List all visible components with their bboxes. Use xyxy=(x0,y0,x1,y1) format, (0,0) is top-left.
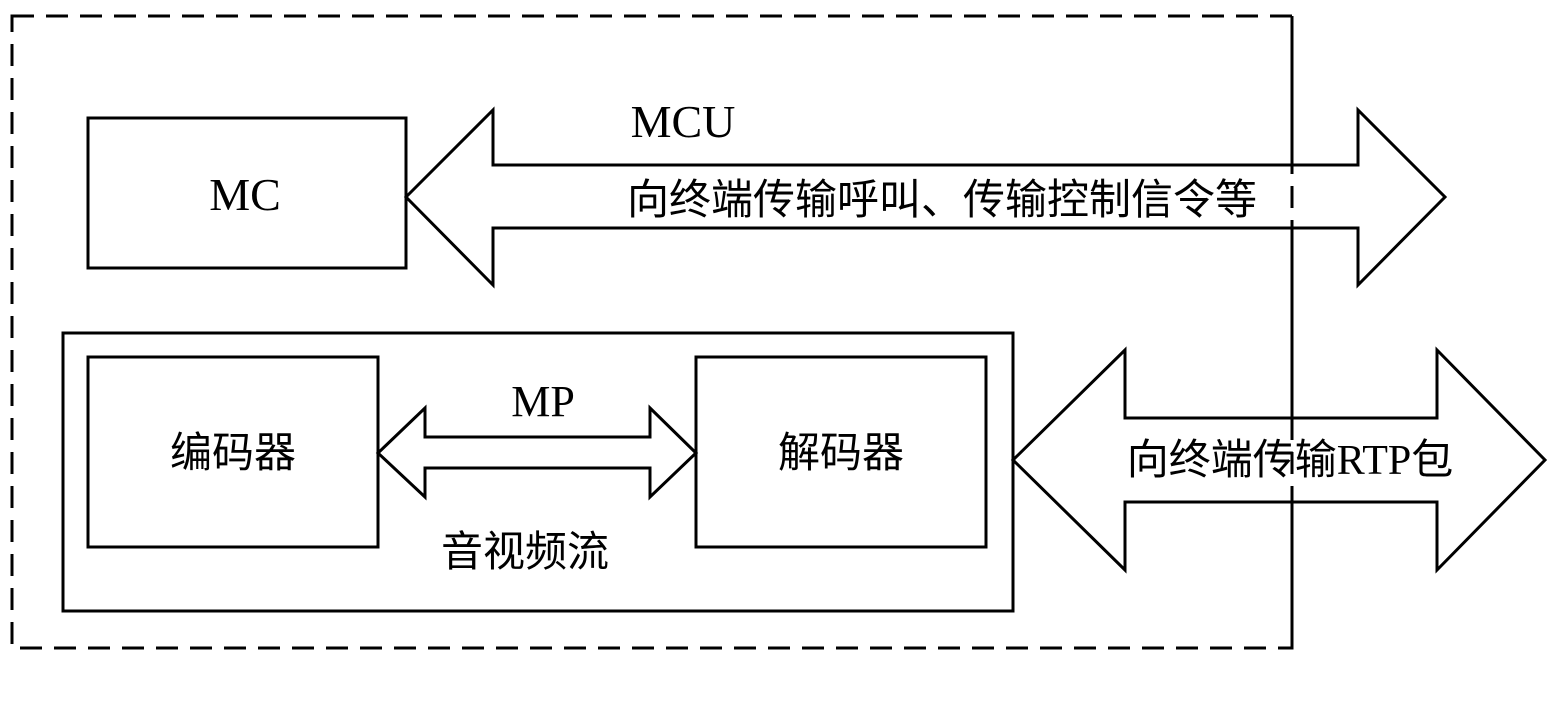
encoder-box xyxy=(86,355,380,549)
mcu-signal-arrow xyxy=(403,106,1448,289)
mcu-boundary xyxy=(10,14,1294,650)
stream-label: 音视频流 xyxy=(441,529,609,576)
decoder-label: 解码器 xyxy=(778,431,904,477)
mcu-arrow-label: 向终端传输呼叫、传输控制信令等 xyxy=(627,178,1257,224)
rtp-arrow-label: 向终端传输RTP包 xyxy=(1127,438,1454,484)
mp-label: MP xyxy=(511,377,575,426)
rtp-arrow xyxy=(1010,346,1548,574)
mp-stream-arrow xyxy=(375,404,699,501)
mp-box xyxy=(61,331,1015,613)
mc-box xyxy=(86,116,408,270)
mcu-label: MCU xyxy=(631,96,736,147)
encoder-label: 编码器 xyxy=(170,431,296,477)
decoder-box xyxy=(694,355,988,549)
mc-box-label: MC xyxy=(209,169,281,220)
